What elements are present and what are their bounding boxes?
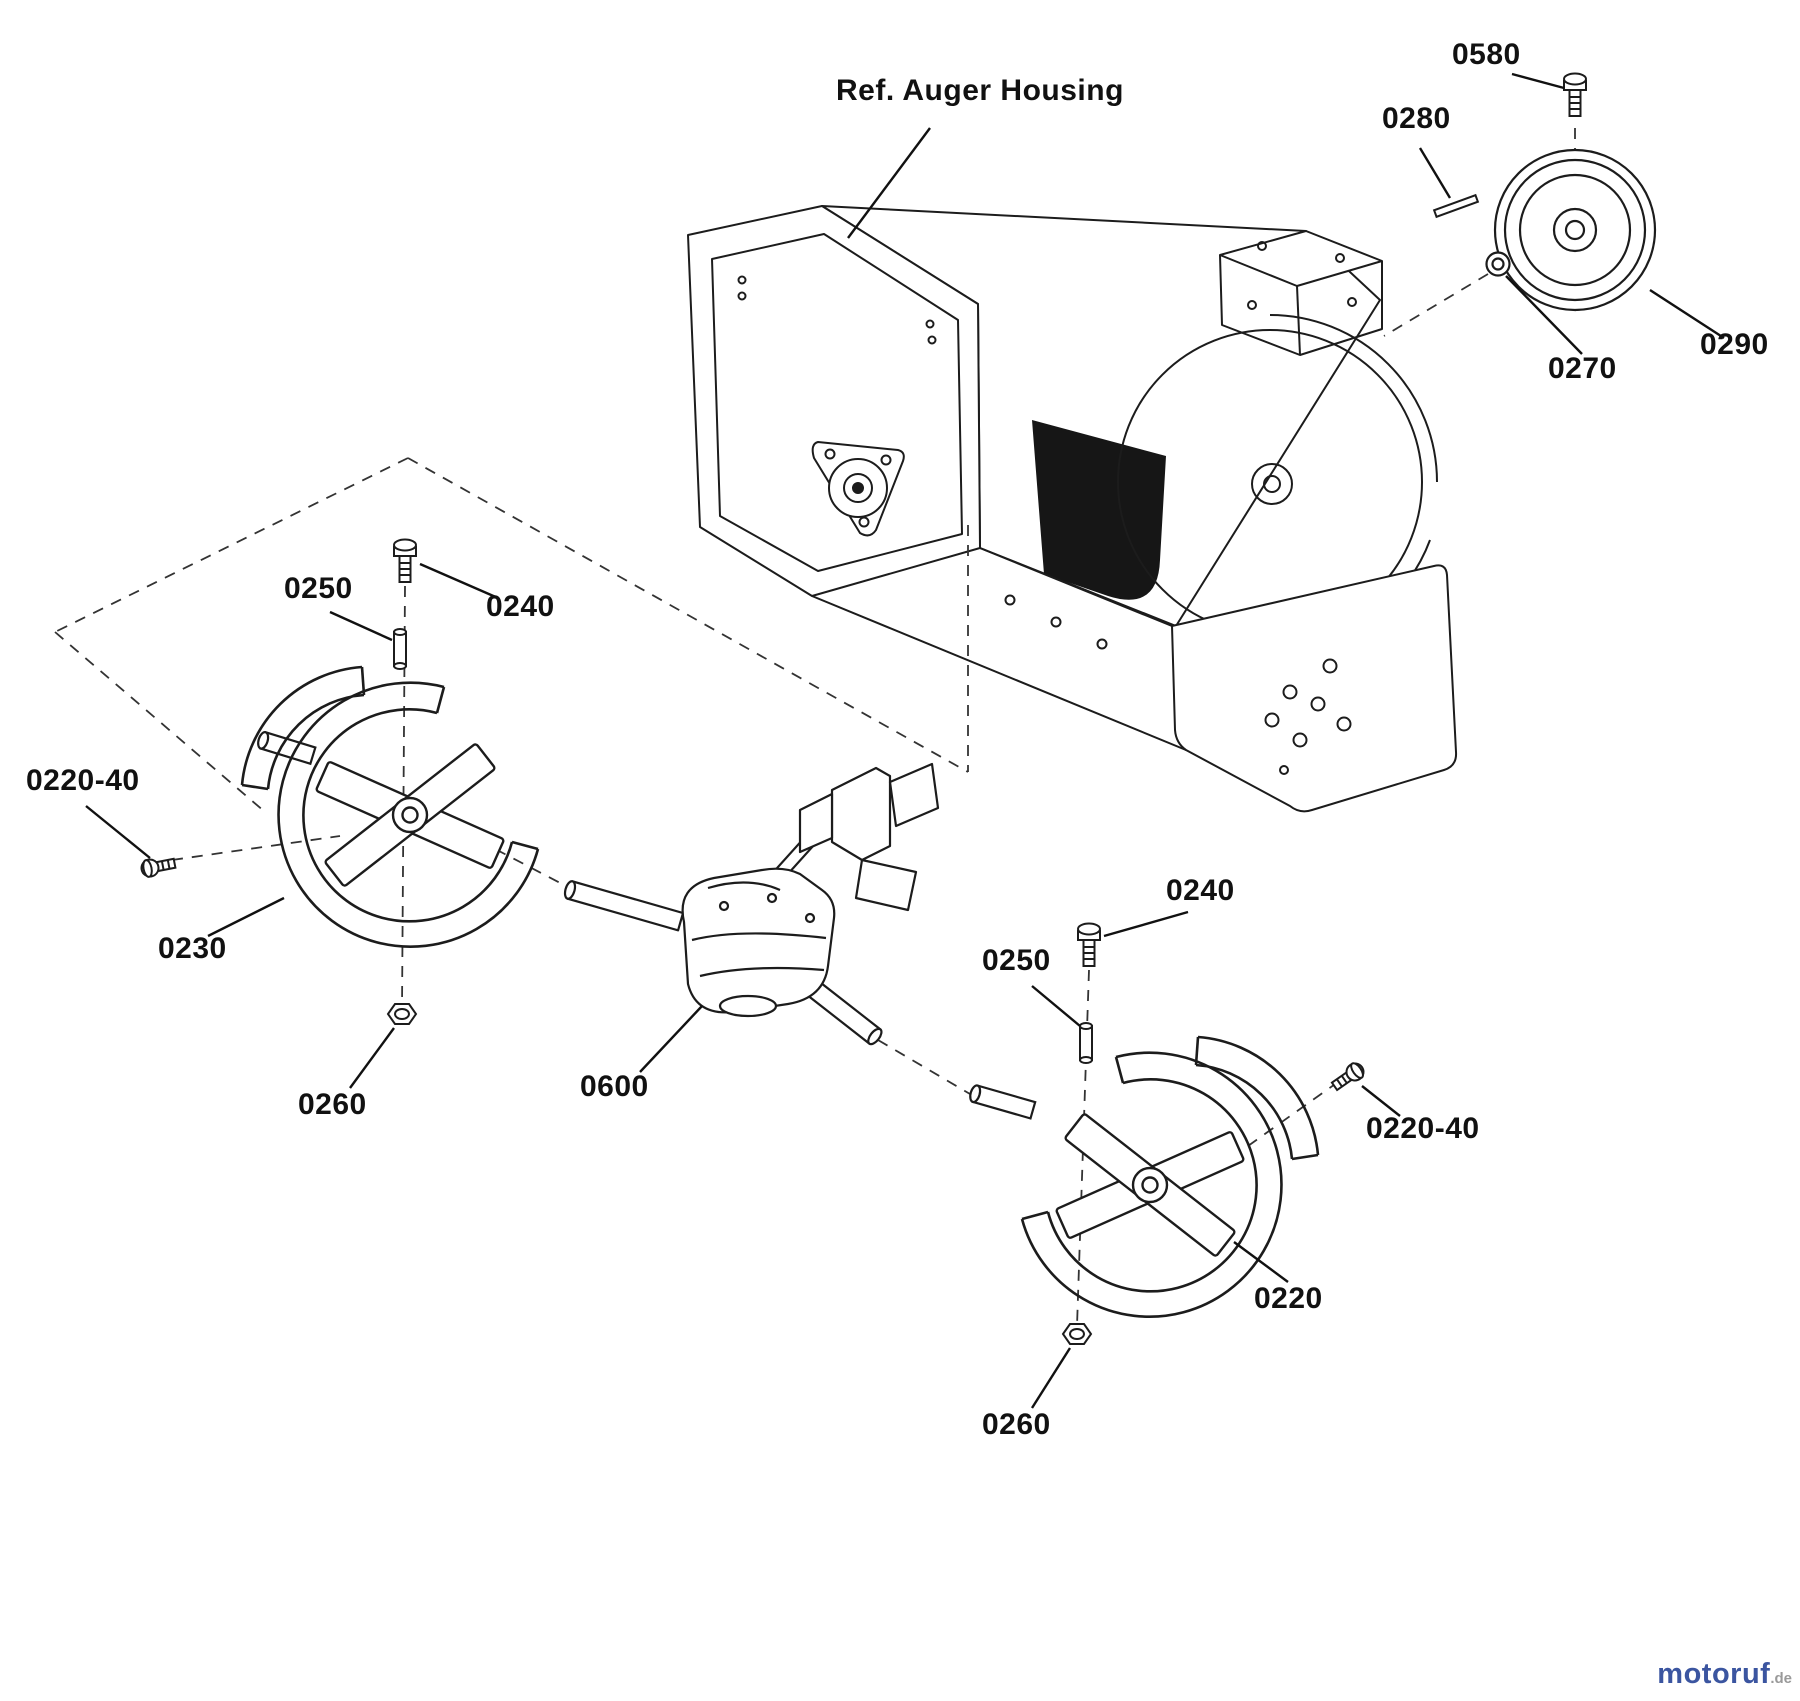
part-label-0240-left: 0240 xyxy=(486,590,555,623)
part-label-0270: 0270 xyxy=(1548,352,1617,385)
bolt-0220-40-left-drawing xyxy=(139,853,178,879)
part-label-0250-right: 0250 xyxy=(982,944,1051,977)
watermark-logo: motoruf.de xyxy=(1657,1658,1792,1691)
part-label-0220: 0220 xyxy=(1254,1282,1323,1315)
washer-0270-drawing xyxy=(1485,251,1511,277)
housing-bottom-edges xyxy=(811,547,1187,751)
leader-lines xyxy=(85,72,1725,1409)
bolt-0240-right-drawing xyxy=(1077,922,1101,967)
part-label-0260-bottom: 0260 xyxy=(982,1408,1051,1441)
part-label-0220-40-left: 0220-40 xyxy=(26,764,140,797)
housing-right-side-panel xyxy=(1171,564,1458,813)
pulley-drawing xyxy=(1493,148,1657,312)
pin-0280-drawing xyxy=(1432,193,1480,219)
part-label-0220-40-right: 0220-40 xyxy=(1366,1112,1480,1145)
part-label-0240-right: 0240 xyxy=(1166,874,1235,907)
auger-housing-drawing xyxy=(687,205,1458,813)
part-label-0280: 0280 xyxy=(1382,102,1451,135)
gearbox-drawing xyxy=(563,762,940,1046)
part-label-0600: 0600 xyxy=(580,1070,649,1103)
spacer-0250-left-drawing xyxy=(393,628,407,670)
bolt-0220-40-right-drawing xyxy=(1328,1059,1368,1095)
ref-auger-housing-label: Ref. Auger Housing xyxy=(836,74,1124,107)
left-auger-drawing xyxy=(240,665,540,948)
watermark-tld: .de xyxy=(1770,1670,1792,1687)
bolt-0580-drawing xyxy=(1563,72,1587,117)
impeller-bracket xyxy=(798,762,940,912)
part-label-0580: 0580 xyxy=(1452,38,1521,71)
spacer-0250-right-drawing xyxy=(1079,1022,1093,1064)
nut-0260-bottom-drawing xyxy=(1062,1323,1092,1345)
housing-chute-collar xyxy=(1219,230,1383,356)
housing-bearing-hub xyxy=(811,441,905,537)
part-label-0250-left: 0250 xyxy=(284,572,353,605)
bolt-0240-left-drawing xyxy=(393,538,417,583)
part-label-0290: 0290 xyxy=(1700,328,1769,361)
watermark-brand: motoruf xyxy=(1657,1658,1771,1690)
right-auger-drawing xyxy=(969,1035,1320,1318)
housing-shadow-opening xyxy=(1032,420,1166,600)
part-label-0260-left: 0260 xyxy=(298,1088,367,1121)
part-label-0230: 0230 xyxy=(158,932,227,965)
nut-0260-left-drawing xyxy=(387,1003,417,1025)
